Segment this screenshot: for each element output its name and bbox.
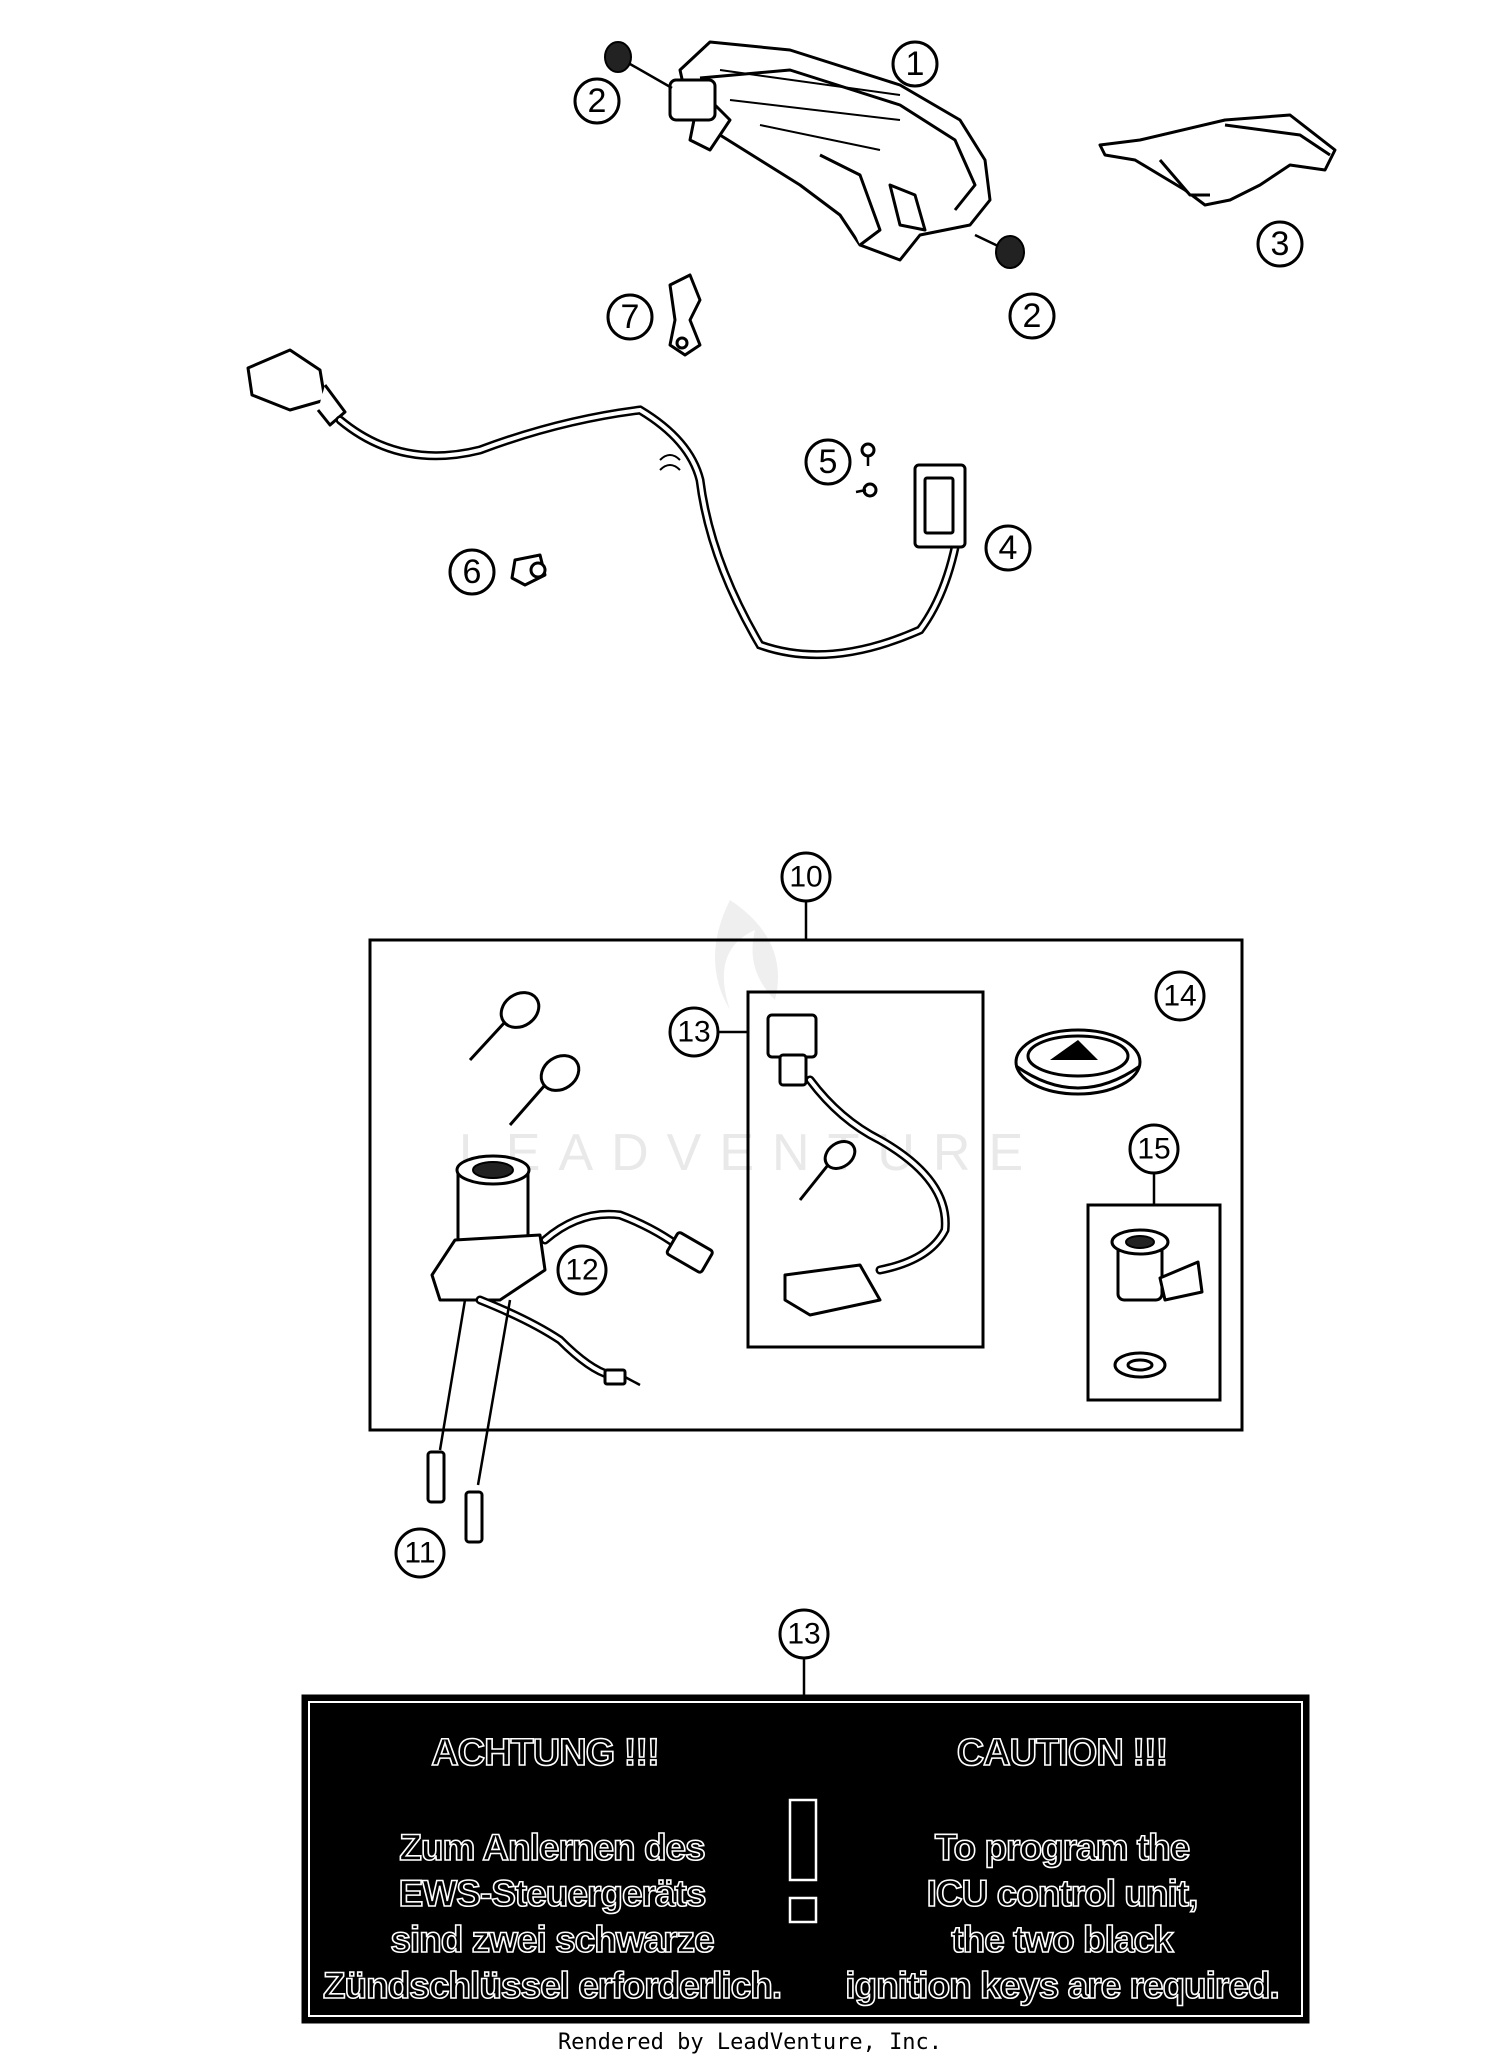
part-15-lock-cylinder[interactable]	[1110, 1228, 1204, 1379]
ignition-key-2[interactable]	[508, 1048, 586, 1126]
callout-13-label: 13	[778, 1608, 830, 1696]
part-11-screws[interactable]	[426, 1299, 512, 1544]
warning-line-de-1: Zum Anlernen des	[399, 1827, 705, 1868]
svg-text:1: 1	[906, 45, 925, 83]
warning-label: ACHTUNG !!! Zum Anlernen des EWS-Steuerg…	[301, 1694, 1310, 2024]
callout-7: 7	[606, 293, 654, 341]
svg-text:12: 12	[565, 1254, 598, 1287]
svg-text:5: 5	[819, 443, 838, 481]
svg-text:6: 6	[463, 553, 482, 591]
part-13-adapter-cable[interactable]	[766, 1013, 950, 1317]
footer-credit: Rendered by LeadVenture, Inc.	[557, 2030, 943, 2055]
part-6-clip[interactable]	[510, 553, 547, 587]
watermark: LEADVENTURE	[459, 900, 1041, 1182]
svg-text:4: 4	[999, 529, 1018, 567]
callout-3: 3	[1256, 220, 1304, 268]
part-7-bracket[interactable]	[668, 273, 702, 357]
svg-text:2: 2	[588, 82, 607, 120]
part-2-grommet-top[interactable]	[604, 41, 673, 90]
svg-text:7: 7	[621, 298, 640, 336]
callout-12: 12	[556, 1244, 608, 1296]
callout-6: 6	[448, 548, 496, 596]
svg-text:13: 13	[677, 1016, 710, 1049]
part-2-grommet-bottom[interactable]	[974, 233, 1025, 269]
warning-line-en-4: ignition keys are required.	[845, 1965, 1279, 2006]
svg-text:2: 2	[1023, 297, 1042, 335]
callout-5: 5	[804, 438, 852, 486]
part-14-transponder-ring[interactable]	[1014, 1028, 1142, 1096]
svg-text:14: 14	[1163, 980, 1196, 1013]
callout-2-bottom: 2	[1008, 292, 1056, 340]
callout-10: 10	[780, 851, 832, 940]
callout-15: 15	[1128, 1123, 1180, 1205]
warning-line-de-3: sind zwei schwarze	[390, 1919, 714, 1960]
part-13-frame	[746, 990, 985, 1349]
callout-11: 11	[394, 1527, 446, 1579]
kit-10-frame	[368, 938, 1244, 1432]
warning-line-de-2: EWS-Steuergeräts	[399, 1873, 706, 1914]
svg-text:13: 13	[787, 1618, 820, 1651]
part-15-frame	[1086, 1203, 1222, 1402]
svg-text:15: 15	[1137, 1133, 1170, 1166]
warning-title-de: ACHTUNG !!!	[431, 1732, 659, 1774]
part-1-instrument-cluster[interactable]	[668, 40, 992, 262]
part-12-ignition-lock[interactable]	[430, 1154, 714, 1387]
svg-text:11: 11	[404, 1537, 435, 1570]
warning-line-en-3: the two black	[951, 1919, 1174, 1960]
callout-1: 1	[891, 40, 939, 88]
part-4-sensor-cable[interactable]	[246, 348, 967, 660]
warning-line-en-1: To program the	[935, 1827, 1190, 1868]
warning-title-en: CAUTION !!!	[957, 1732, 1168, 1774]
svg-text:3: 3	[1271, 225, 1290, 263]
callout-13-kit: 13	[668, 1006, 748, 1058]
part-3-cover[interactable]	[1098, 113, 1337, 207]
callout-2-top: 2	[573, 77, 621, 125]
exclamation-icon	[788, 1798, 818, 1924]
ignition-key-1[interactable]	[468, 985, 546, 1062]
callout-4: 4	[984, 524, 1032, 572]
part-5-screws[interactable]	[855, 442, 878, 498]
warning-line-en-2: ICU control unit,	[927, 1873, 1198, 1914]
watermark-text: LEADVENTURE	[459, 1124, 1041, 1182]
callout-14: 14	[1154, 970, 1206, 1022]
svg-text:10: 10	[789, 861, 822, 894]
warning-line-de-4: Zündschlüssel erforderlich.	[323, 1965, 781, 2006]
